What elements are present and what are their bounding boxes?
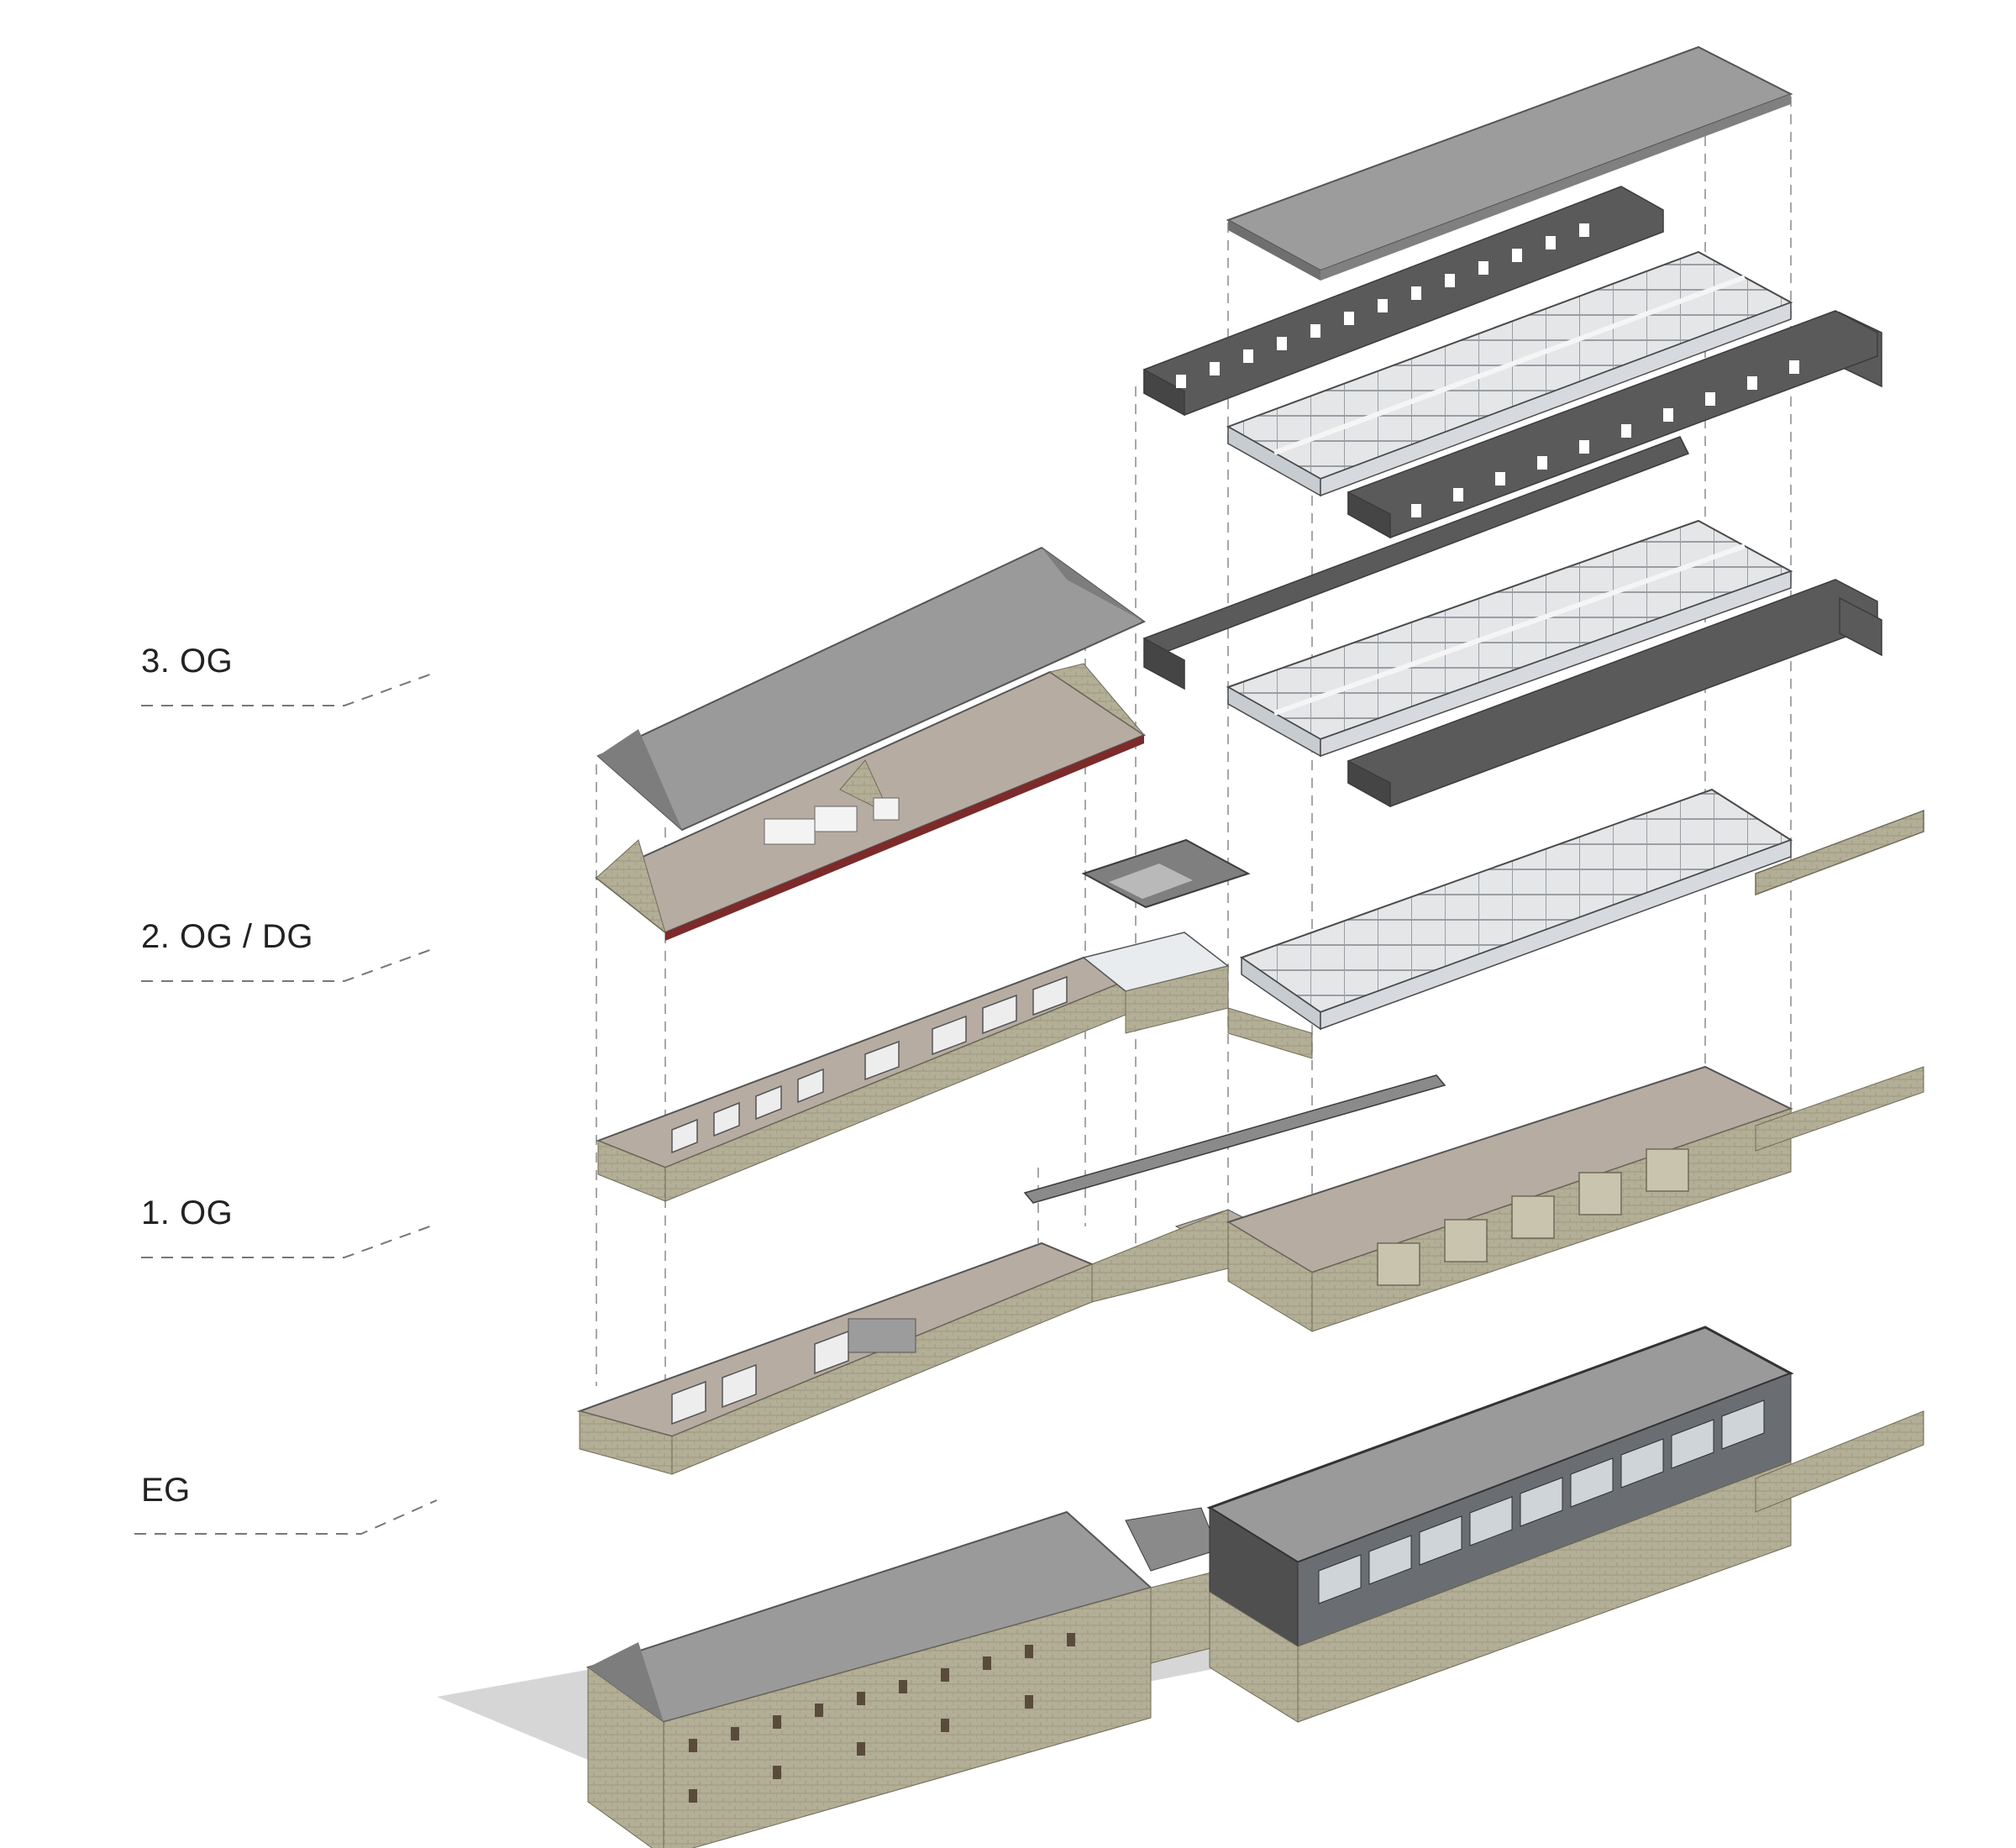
- floor-leader-lines: [134, 671, 438, 1535]
- floor-label-1og: 1. OG: [141, 1194, 234, 1231]
- wall-frame-right: [1347, 310, 1878, 539]
- upper-room-module-3og: [1226, 250, 1793, 497]
- ground-floor-new-building: [1226, 1065, 1924, 1332]
- leader-1og: [141, 1223, 438, 1258]
- wall-frame-upper-windows: [1176, 223, 1589, 388]
- pier-wall-left: [1142, 436, 1690, 690]
- stair-core-slab: [1081, 838, 1251, 909]
- flat-roof-slab: [1226, 45, 1793, 281]
- floor-label-3og: 3. OG: [141, 643, 234, 680]
- attic-floor-old-building: [595, 663, 1147, 941]
- ground-floor-old-building: [576, 1242, 1095, 1475]
- pier-wall-right: [1347, 579, 1882, 808]
- leader-3og: [141, 671, 438, 706]
- floor-label-2og-dg: 2. OG / DG: [141, 918, 314, 955]
- leader-2og: [141, 947, 438, 982]
- floor-label-eg: EG: [141, 1472, 191, 1509]
- first-floor-old-building: [596, 956, 1128, 1202]
- pitched-roof-old-building: [596, 546, 1146, 832]
- room-module-2og: [1239, 788, 1924, 1031]
- assembled-building: [437, 1326, 1924, 1848]
- leader-eg: [134, 1499, 438, 1535]
- wall-frame-right-windows: [1411, 360, 1799, 517]
- upper-room-module-2: [1226, 519, 1793, 758]
- glass-link-1og: [1082, 932, 1313, 1059]
